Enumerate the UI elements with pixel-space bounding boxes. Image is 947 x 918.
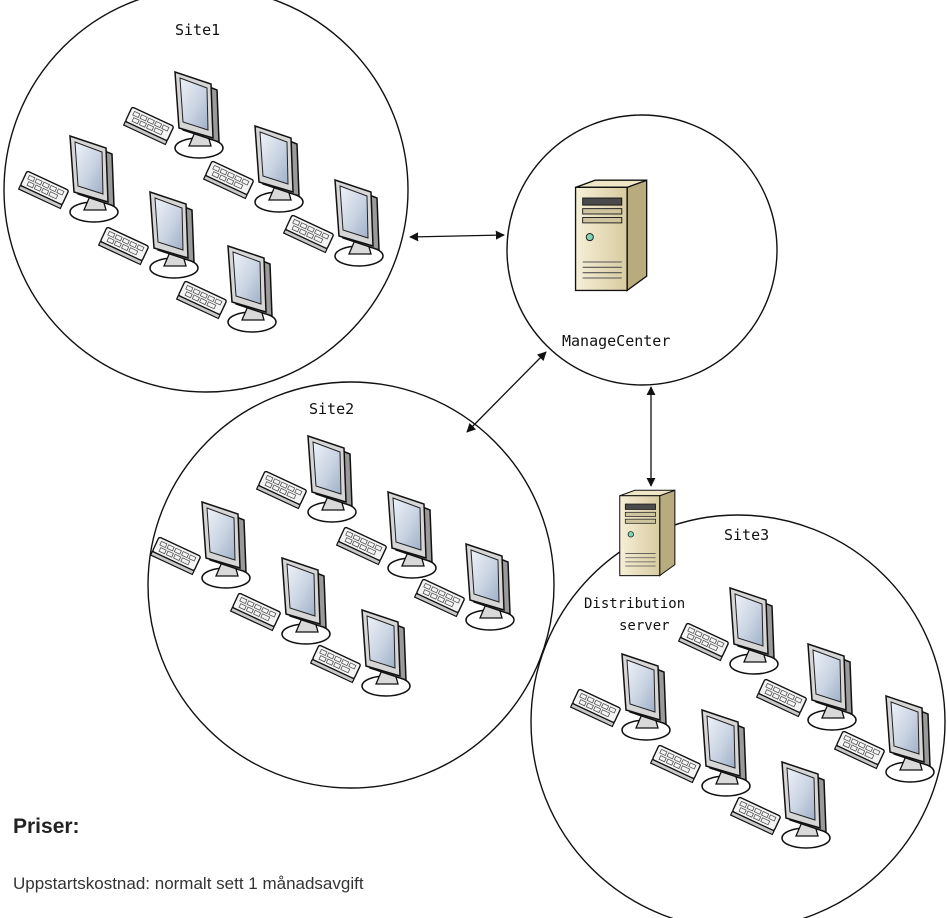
site1-label: Site1 — [175, 21, 220, 39]
distribution-server-label-line2: server — [619, 618, 670, 634]
manage-center-label: ManageCenter — [562, 332, 670, 350]
link-site2-manage-center — [466, 351, 547, 433]
site1-circle — [3, 0, 409, 393]
link-site1-manage-center — [409, 230, 505, 242]
distribution-server-icon — [619, 489, 676, 577]
startup-cost-text: Uppstartskostnad: normalt sett 1 månadsa… — [13, 874, 364, 893]
site2-label: Site2 — [309, 400, 354, 418]
server-tower-icon — [574, 179, 648, 292]
site2-circle — [147, 381, 555, 789]
site3-label: Site3 — [724, 526, 769, 544]
distribution-server-label: Distribution — [584, 596, 685, 612]
site3-circle — [530, 514, 946, 918]
pricing-heading: Priser: — [13, 815, 80, 838]
